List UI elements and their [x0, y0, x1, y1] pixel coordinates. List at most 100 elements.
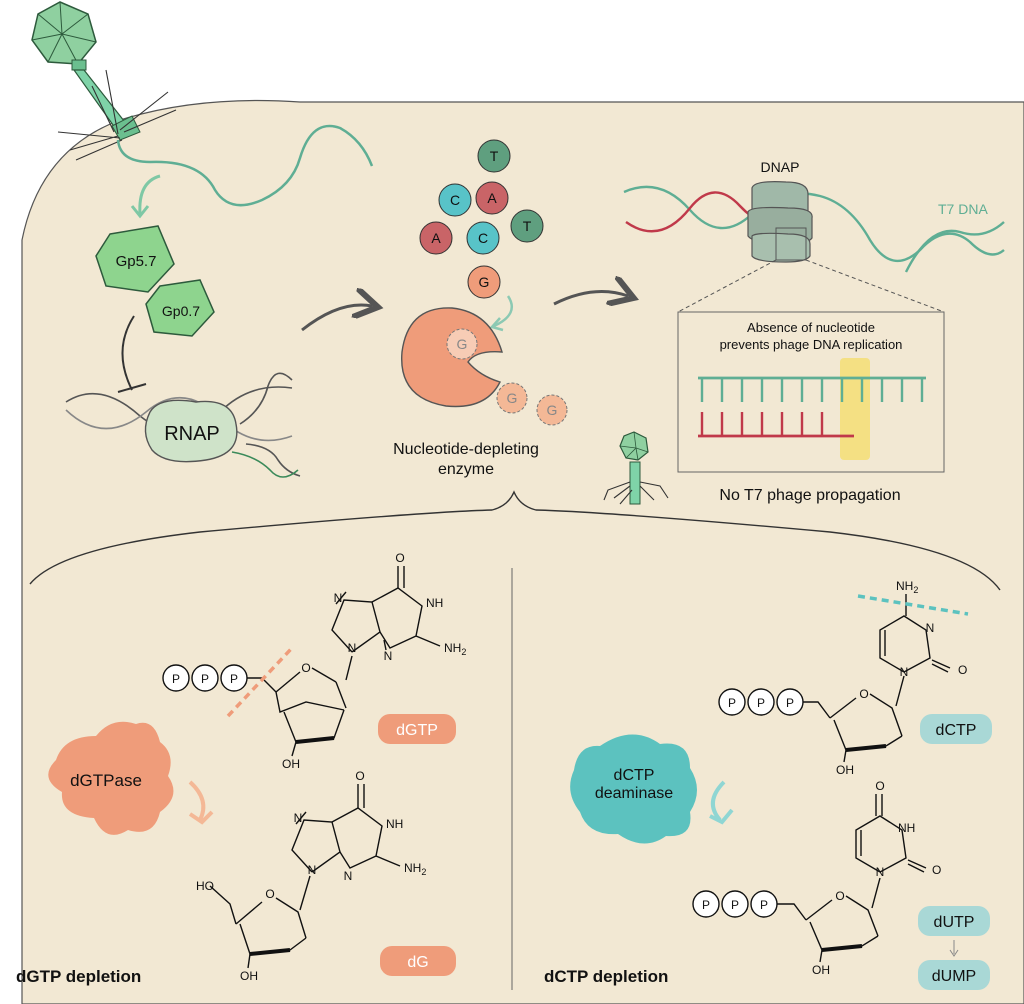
svg-text:OH: OH: [282, 757, 300, 771]
svg-text:dGTP: dGTP: [396, 722, 438, 739]
svg-text:HO: HO: [196, 879, 214, 893]
svg-text:N: N: [876, 865, 885, 879]
svg-text:A: A: [431, 230, 441, 246]
svg-text:O: O: [859, 687, 868, 701]
dgtp-depletion-title: dGTP depletion: [16, 967, 141, 986]
svg-text:O: O: [265, 887, 274, 901]
dutp-structure: [692, 794, 927, 963]
deaminase-label-line2: deaminase: [595, 785, 673, 802]
dgtp-cleavage-site: [226, 646, 294, 718]
dg-structure: [209, 784, 401, 969]
svg-text:NH: NH: [426, 596, 443, 610]
svg-text:N: N: [926, 621, 935, 635]
dctp-depletion-title: dCTP depletion: [544, 967, 668, 986]
svg-text:P: P: [702, 898, 710, 912]
svg-text:P: P: [760, 898, 768, 912]
gp07-hexagon: Gp0.7: [145, 279, 215, 337]
nucleotide-depleting-enzyme: G: [401, 307, 503, 408]
svg-text:T: T: [523, 218, 532, 234]
replication-inset: Absence of nucleotide prevents phage DNA…: [677, 311, 945, 473]
dgtpase-enzyme: dGTPase: [48, 721, 174, 835]
nucleotide-c2: C: [466, 221, 500, 255]
svg-text:C: C: [478, 230, 488, 246]
svg-text:O: O: [395, 551, 404, 565]
svg-text:P: P: [731, 898, 739, 912]
absence-line1: Absence of nucleotide: [747, 320, 875, 335]
dnap-label: DNAP: [761, 159, 800, 175]
svg-text:O: O: [958, 663, 967, 677]
rnap-label: RNAP: [164, 423, 220, 445]
svg-text:NH2: NH2: [444, 641, 466, 657]
dgtpase-label: dGTPase: [70, 771, 142, 790]
svg-text:O: O: [301, 661, 310, 675]
nucleotide-c1: C: [438, 183, 472, 217]
released-nucleotides: G G: [496, 382, 568, 426]
svg-text:O: O: [875, 779, 884, 793]
curved-arrow-to-gp: [138, 174, 161, 215]
svg-text:NH2: NH2: [896, 579, 918, 595]
enzyme-caption-line2: enzyme: [438, 461, 494, 478]
svg-text:NH: NH: [898, 821, 915, 835]
dctp-deaminase-enzyme: dCTP deaminase: [570, 734, 697, 844]
svg-text:N: N: [384, 649, 393, 663]
nucleotide-a1: A: [475, 181, 509, 215]
missing-nucleotide-highlight: [840, 358, 870, 460]
svg-text:NH: NH: [386, 817, 403, 831]
svg-text:O: O: [835, 889, 844, 903]
svg-text:P: P: [172, 672, 180, 686]
svg-text:dG: dG: [407, 954, 428, 971]
svg-text:G: G: [507, 390, 518, 406]
svg-text:N: N: [334, 591, 343, 605]
bound-g-label: G: [457, 336, 468, 352]
dctp-structure: [718, 594, 951, 763]
arrow-to-enzyme: [301, 305, 372, 332]
svg-text:P: P: [201, 672, 209, 686]
dgtp-substrate-tag: dGTP: [378, 714, 456, 744]
t7-phage-large: [31, 1, 177, 161]
svg-text:dCTP: dCTP: [936, 722, 977, 739]
g-binding-arrow: [493, 295, 513, 328]
dctp-substrate-tag: dCTP: [920, 714, 992, 744]
t7-phage-small: [603, 431, 669, 505]
svg-text:T: T: [490, 148, 499, 164]
svg-text:N: N: [900, 665, 909, 679]
svg-text:P: P: [728, 696, 736, 710]
svg-text:OH: OH: [836, 763, 854, 777]
dutp-product-tag: dUTP: [918, 906, 990, 936]
nucleotide-pool: T C A A C T G: [419, 139, 544, 299]
svg-text:OH: OH: [240, 969, 258, 983]
dump-product-tag: dUMP: [918, 960, 990, 990]
gp57-label: Gp5.7: [116, 253, 157, 270]
svg-text:N: N: [308, 863, 317, 877]
nucleotide-t1: T: [477, 139, 511, 173]
svg-text:N: N: [348, 641, 357, 655]
inhibition-line: [121, 315, 135, 391]
svg-text:G: G: [479, 274, 490, 290]
svg-text:G: G: [547, 402, 558, 418]
nucleotide-a2: A: [419, 221, 453, 255]
gp57-hexagon: Gp5.7: [95, 225, 175, 293]
dgtp-reaction-arrow: [188, 780, 206, 821]
enzyme-caption-line1: Nucleotide-depleting: [393, 441, 539, 458]
nucleotide-t2: T: [510, 209, 544, 243]
svg-text:OH: OH: [812, 963, 830, 977]
nucleotide-g: G: [467, 265, 501, 299]
svg-text:P: P: [757, 696, 765, 710]
curly-brace: [29, 490, 1001, 591]
dnap-enzyme: [747, 181, 813, 263]
svg-text:N: N: [294, 811, 303, 825]
svg-text:C: C: [450, 192, 460, 208]
dctp-cleavage-site: [857, 594, 969, 616]
svg-text:O: O: [355, 769, 364, 783]
dctp-reaction-arrow: [711, 780, 726, 822]
svg-text:A: A: [487, 190, 497, 206]
dgtp-structure: [162, 566, 441, 757]
svg-text:dUTP: dUTP: [934, 914, 975, 931]
svg-text:P: P: [230, 672, 238, 686]
rnap-enzyme: RNAP: [144, 399, 238, 463]
svg-text:N: N: [344, 869, 353, 883]
deaminase-label-line1: dCTP: [614, 767, 655, 784]
t7-dna-label: T7 DNA: [938, 201, 988, 217]
svg-text:NH2: NH2: [404, 861, 426, 877]
